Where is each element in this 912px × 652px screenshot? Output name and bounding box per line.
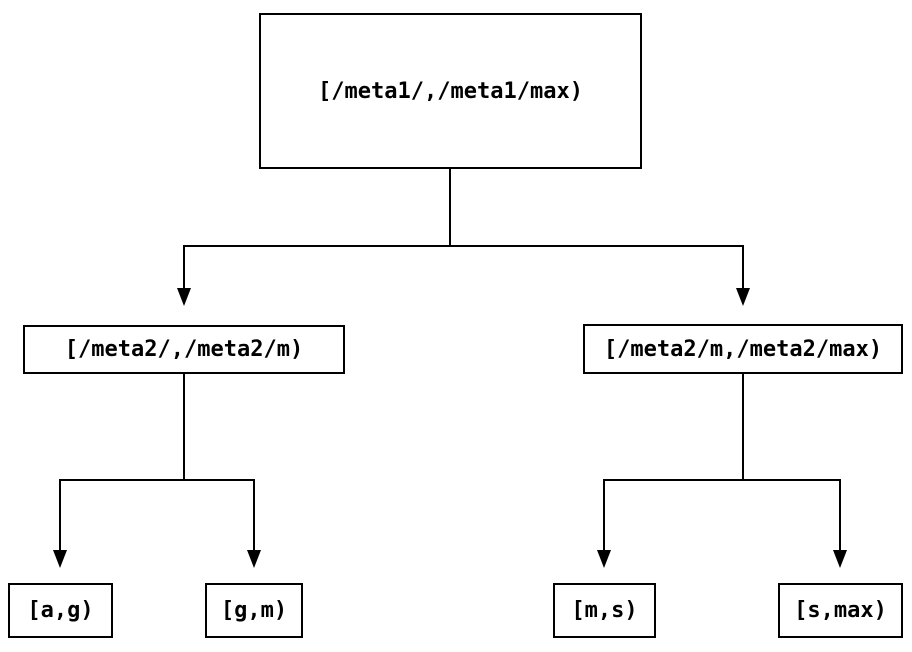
node-leaf-ag-label: [a,g) (27, 598, 94, 623)
node-leaf-gm: [g,m) (205, 583, 303, 638)
node-leaf-ms: [m,s) (553, 583, 656, 638)
node-left-child-label: [/meta2/,/meta2/m) (64, 337, 304, 362)
edge-left-to-gm-arrowhead-icon (247, 550, 261, 568)
node-leaf-ag: [a,g) (8, 583, 113, 638)
edge-right-to-smax-line (742, 374, 841, 550)
node-leaf-smax: [s,max) (778, 583, 903, 638)
node-leaf-gm-label: [g,m) (220, 598, 288, 623)
node-right-child-label: [/meta2/m,/meta2/max) (603, 336, 883, 362)
edge-root-to-left-arrowhead-icon (177, 288, 191, 306)
edge-right-to-ms-line (603, 374, 744, 550)
edge-left-to-ag-line (59, 374, 185, 550)
edge-root-to-right-arrowhead-icon (736, 288, 750, 306)
edge-root-to-left-line (183, 169, 451, 288)
edge-right-to-ms-arrowhead-icon (597, 550, 611, 568)
edge-left-to-gm-line (183, 374, 255, 550)
node-leaf-ms-label: [m,s) (571, 598, 638, 623)
node-left-child-interval: [/meta2/,/meta2/m) (23, 325, 345, 374)
edge-left-to-ag-arrowhead-icon (53, 550, 67, 568)
node-leaf-smax-label: [s,max) (794, 598, 887, 623)
node-root-interval: [/meta1/,/meta1/max) (259, 13, 642, 169)
edge-root-to-right-line (449, 169, 744, 288)
node-right-child-interval: [/meta2/m,/meta2/max) (583, 324, 903, 374)
edge-right-to-smax-arrowhead-icon (833, 550, 847, 568)
node-root-label: [/meta1/,/meta1/max) (318, 78, 583, 104)
